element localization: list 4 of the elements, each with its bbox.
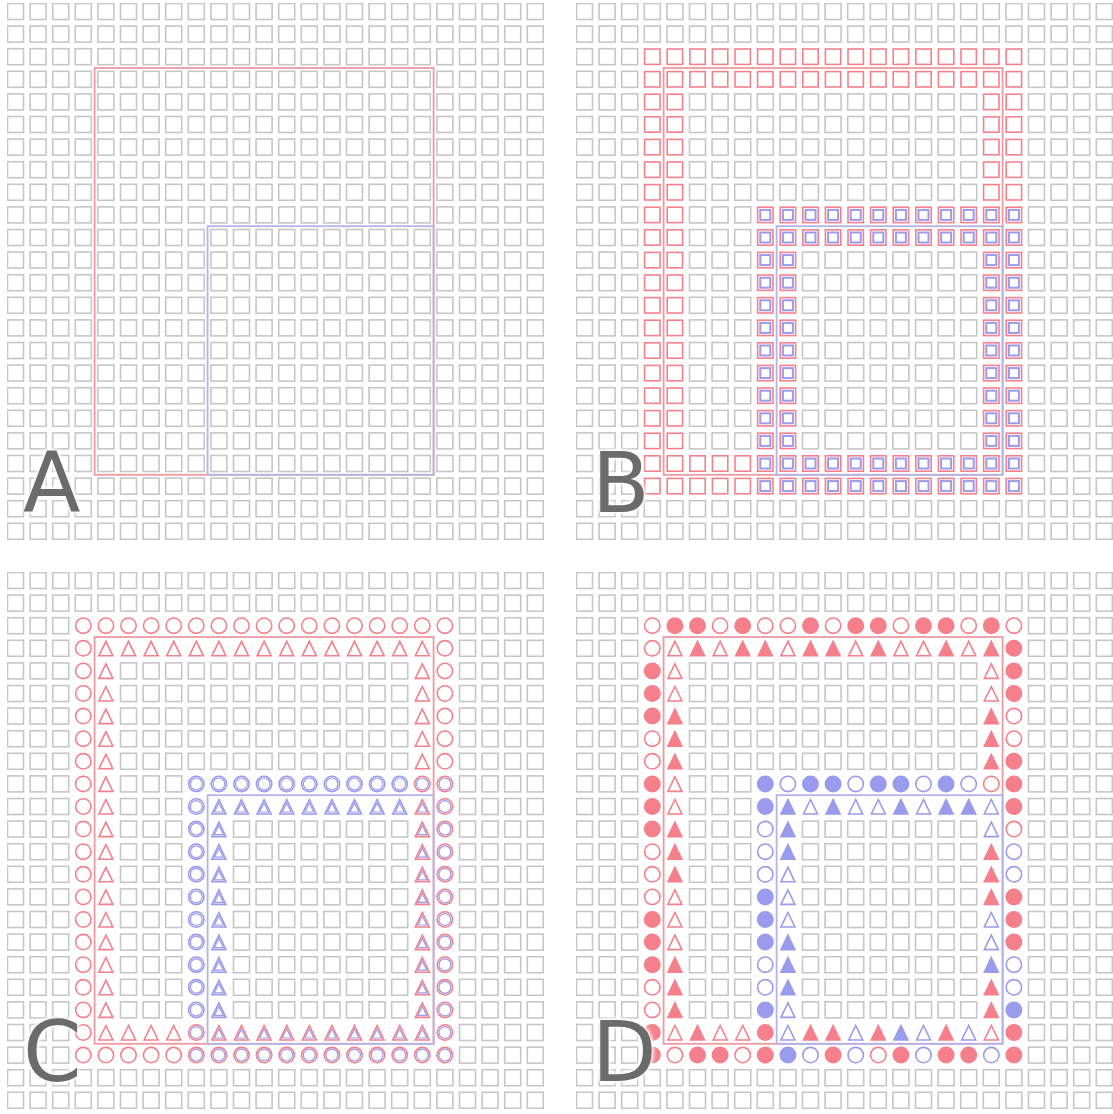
panel-letter: C [23, 1010, 82, 1094]
panel-letter: B [592, 441, 650, 525]
panel-letter: A [23, 441, 81, 525]
panel-letter: D [592, 1010, 657, 1094]
